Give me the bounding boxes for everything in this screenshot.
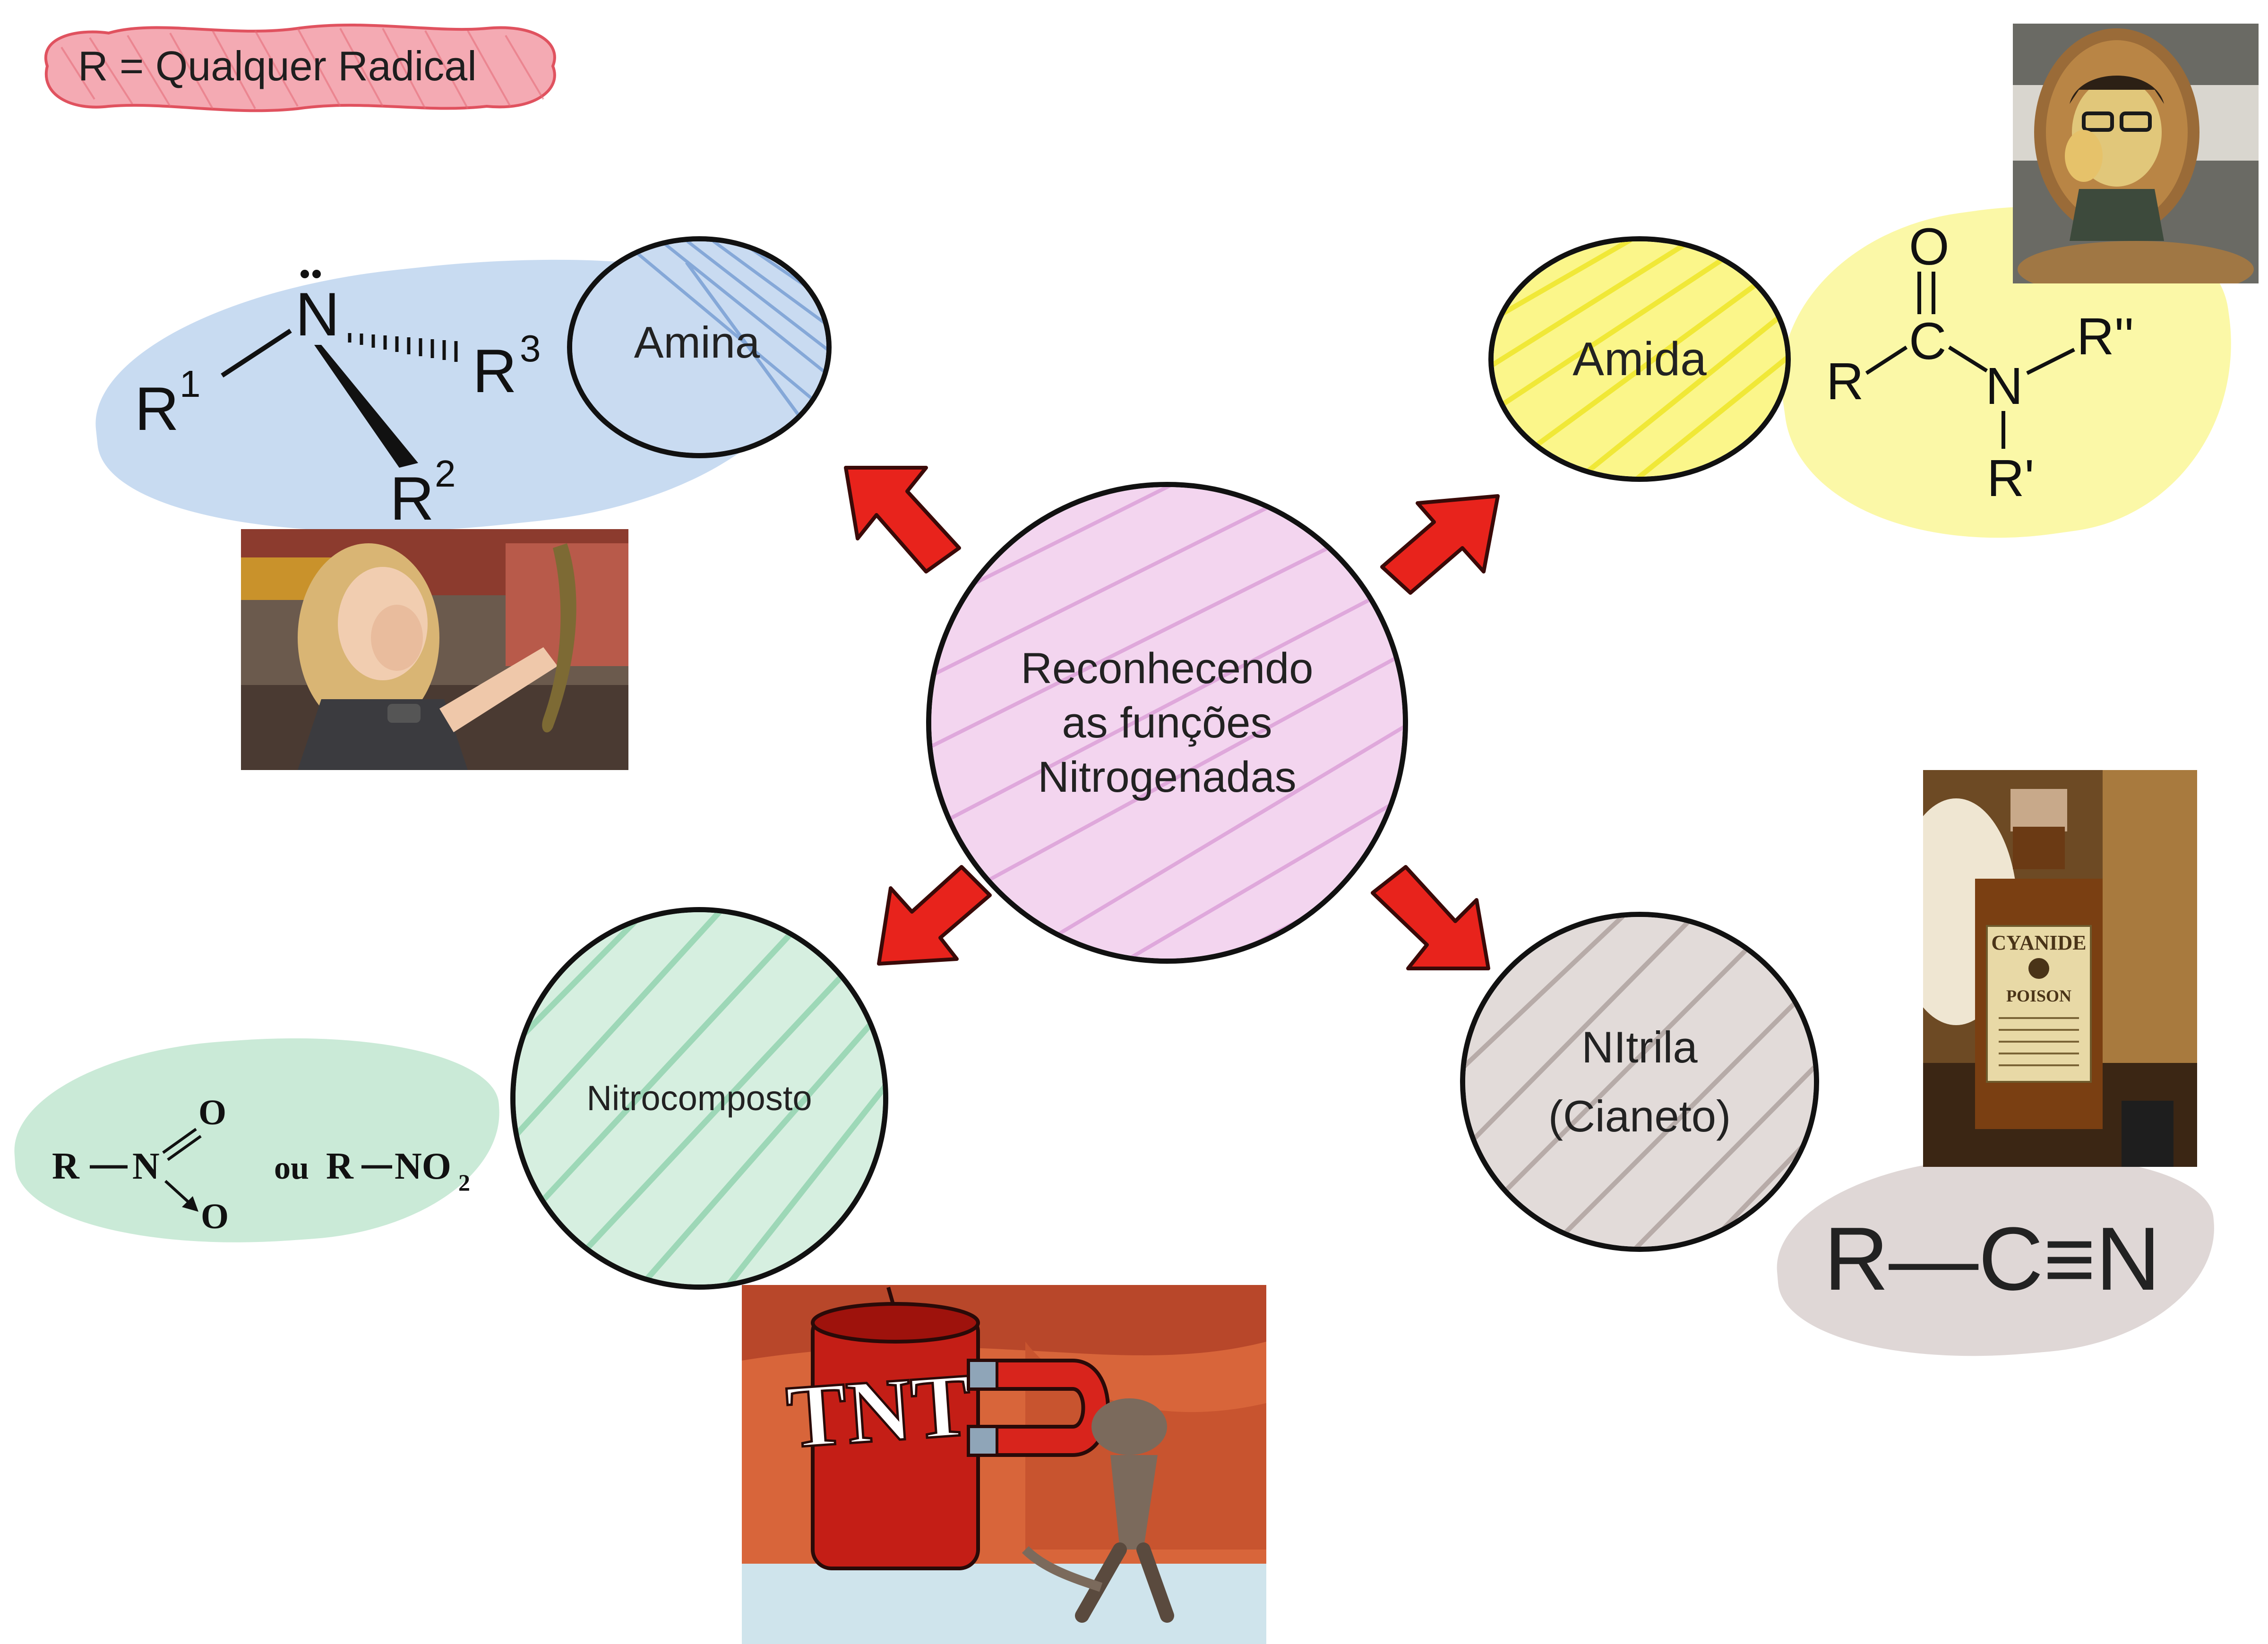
- center-line-1: Reconhecendo: [1021, 644, 1314, 693]
- amina-r2-sup: 2: [435, 453, 456, 495]
- center-title: Reconhecendo as funções Nitrogenadas: [1021, 642, 1314, 805]
- poison-label: POISON: [2006, 986, 2071, 1005]
- nitrila-node: NItrila (Cianeto): [1460, 912, 1819, 1252]
- nitrila-formula-text: R—C≡N: [1824, 1209, 2161, 1309]
- amida-c: C: [1909, 312, 1946, 370]
- nitro-n: N: [132, 1146, 160, 1187]
- tnt-cartoon-photo: TNT: [742, 1285, 1266, 1644]
- amida-r: R: [1826, 352, 1864, 411]
- amina-r3-sup: 3: [520, 327, 541, 369]
- nitrila-label: NItrila (Cianeto): [1548, 1013, 1731, 1150]
- center-node-fill: [931, 487, 1403, 959]
- arrow-to-nitrocomposto: [877, 865, 992, 966]
- amina-r1-sup: 1: [180, 363, 201, 405]
- arrow-to-nitrila: [1371, 865, 1490, 970]
- nitrila-formula: R—C≡N: [1824, 1209, 2161, 1309]
- nitrila-node-fill: [1465, 917, 1814, 1247]
- amida-r-prime: R': [1987, 449, 2034, 505]
- toilet-cartoon-photo: [2013, 24, 2259, 283]
- amina-r1: R: [135, 374, 179, 443]
- amina-node-fill: [572, 241, 826, 453]
- tnt-label: TNT: [783, 1355, 974, 1467]
- center-line-2: as funções: [1062, 698, 1272, 747]
- nitrila-label-line-2: (Cianeto): [1548, 1091, 1731, 1141]
- amida-formula: O C R N R'' R': [1826, 218, 2134, 505]
- nitrocomposto-node-fill: [515, 912, 883, 1284]
- nitro-r: R: [52, 1146, 80, 1187]
- woman-fish-photo: [241, 529, 628, 770]
- nitro-o-top: O: [198, 1093, 226, 1132]
- center-node: Reconhecendo as funções Nitrogenadas: [926, 482, 1408, 964]
- nitro-no: NO: [395, 1146, 451, 1187]
- nitro-formula: R N O O ou R NO 2: [52, 1093, 470, 1236]
- arrow-to-amida: [1380, 494, 1500, 595]
- amina-label: Amina: [634, 317, 760, 368]
- amina-n: N: [295, 280, 340, 349]
- amina-formula: N R 1 R 3 R 2: [135, 270, 541, 520]
- legend-badge: R = Qualquer Radical: [44, 24, 556, 112]
- nitrocomposto-label: Nitrocomposto: [586, 1078, 812, 1118]
- cyanide-bottle-photo: CYANIDE POISON: [1923, 770, 2197, 1167]
- amida-o: O: [1909, 218, 1950, 276]
- amida-node: Amida: [1488, 236, 1791, 482]
- cyanide-label: CYANIDE: [1991, 931, 2086, 954]
- amida-r-double: R'': [2077, 308, 2134, 366]
- nitro-ou: ou: [274, 1150, 309, 1186]
- center-line-3: Nitrogenadas: [1038, 753, 1297, 801]
- nitrocomposto-node: Nitrocomposto: [510, 907, 888, 1290]
- nitro-o-bottom: O: [201, 1197, 229, 1236]
- amina-r3: R: [472, 336, 517, 405]
- legend-text: R = Qualquer Radical: [78, 43, 477, 89]
- amida-label: Amida: [1572, 332, 1707, 385]
- nitro-no-sub: 2: [458, 1169, 470, 1196]
- arrow-to-amina: [844, 466, 961, 574]
- amina-node: Amina: [567, 236, 832, 458]
- nitro-r2: R: [326, 1146, 354, 1187]
- amida-n: N: [1985, 357, 2023, 415]
- nitrila-label-line-1: NItrila: [1581, 1022, 1698, 1072]
- amina-r2: R: [390, 464, 434, 520]
